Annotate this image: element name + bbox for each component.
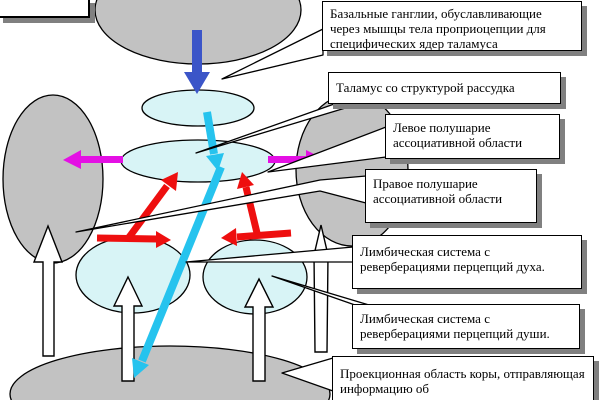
red-up-left-arrow-shaft bbox=[124, 183, 170, 243]
thalamus-lower-ellipse bbox=[120, 139, 276, 183]
callout-limbic-soul: Лимбическая система с реверберациями пер… bbox=[352, 304, 580, 349]
projection-cortex-ellipse bbox=[9, 345, 331, 400]
red-up-right-arrow-head-icon bbox=[237, 172, 254, 189]
callout-left-hemisphere: Левое полушарие ассоциативной области bbox=[385, 114, 560, 159]
cyan-long-arrow-head-icon bbox=[132, 358, 149, 378]
cut-callout-box bbox=[0, 0, 90, 18]
callout-limbic-spirit: Лимбическая система с реверберациями пер… bbox=[352, 235, 582, 289]
blue-down-arrow-icon bbox=[184, 30, 210, 94]
cyan-long-arrow-shaft bbox=[138, 165, 225, 363]
red-arrows bbox=[96, 172, 292, 248]
red-left-arrow-shaft bbox=[236, 229, 292, 241]
callout-basal-ganglia: Базальные ганглии, обуславливающие через… bbox=[322, 1, 582, 51]
cyan-arrows bbox=[132, 111, 225, 378]
red-right-arrow-shaft bbox=[96, 234, 158, 243]
callout-projection-area: Проекционная область коры, отправляющая … bbox=[332, 356, 594, 400]
white-up-arrow-mid-right-icon bbox=[243, 277, 275, 382]
white-up-arrow-mid-left-icon bbox=[112, 275, 144, 382]
white-up-arrow-left-icon bbox=[32, 224, 64, 357]
red-up-right-arrow-shaft bbox=[242, 186, 261, 234]
thalamus-upper-ellipse bbox=[141, 89, 255, 127]
callout-pointers bbox=[75, 28, 387, 392]
callout-right-hemisphere: Правое полушарие ассоциативной области bbox=[365, 169, 537, 223]
magenta-left-arrow-icon bbox=[63, 150, 123, 169]
red-up-left-arrow-head-icon bbox=[161, 172, 178, 191]
white-up-spike-arrow-icon bbox=[313, 224, 329, 353]
callout-thalamus: Таламус со структурой рассудка bbox=[328, 72, 561, 104]
red-left-arrow-head-icon bbox=[221, 228, 237, 246]
red-right-arrow-head-icon bbox=[156, 231, 171, 248]
